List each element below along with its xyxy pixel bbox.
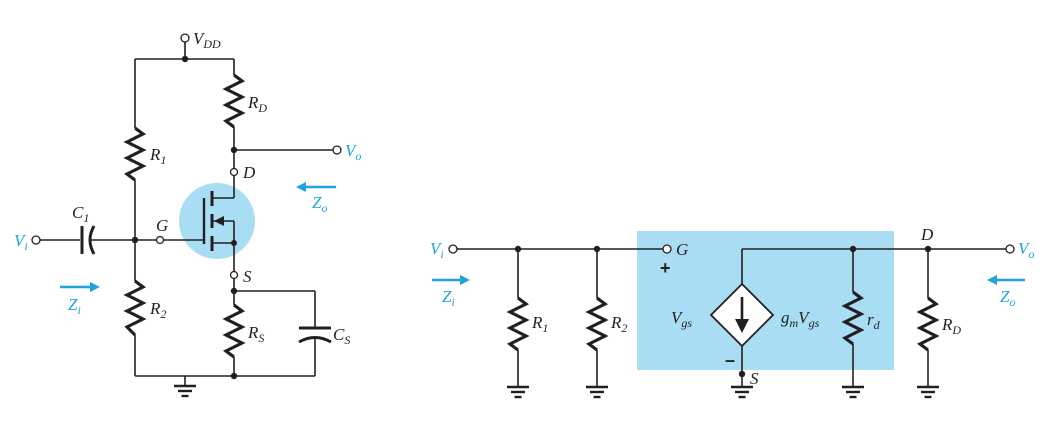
- svg-text:CS: CS: [333, 325, 350, 347]
- plus-sign: +: [660, 258, 671, 278]
- resistor-r2: [123, 279, 147, 337]
- minus-sign: –: [725, 350, 735, 370]
- svg-text:RS: RS: [247, 323, 264, 345]
- drain-label-right: D: [920, 225, 934, 244]
- svg-text:Zo: Zo: [312, 193, 327, 215]
- left-circuit: VDD RD R1 R2 RS CS C1 Vi Vo Zi Zo G D S: [14, 29, 361, 398]
- svg-text:gmVgs: gmVgs: [781, 308, 820, 330]
- svg-text:R1: R1: [149, 145, 166, 167]
- resistor-rd-model: [916, 296, 940, 352]
- resistor-rd: [222, 73, 246, 129]
- gate-label-left: G: [156, 216, 168, 235]
- resistor-r1: [123, 126, 147, 182]
- source-label-left: S: [243, 267, 252, 286]
- resistor-r2-model: [585, 296, 609, 352]
- svg-text:R2: R2: [610, 313, 627, 335]
- right-circuit: Vi Vo Zi Zo R1 R2 rd RD Vgs gmVgs G D S …: [430, 225, 1034, 399]
- svg-text:C1: C1: [72, 203, 89, 225]
- fet-model-highlight: [637, 231, 894, 370]
- svg-text:VDD: VDD: [193, 29, 221, 51]
- svg-text:Zo: Zo: [1000, 287, 1015, 309]
- gate-label-right: G: [676, 240, 688, 259]
- resistor-rs: [222, 303, 246, 359]
- svg-text:RD: RD: [247, 93, 267, 115]
- svg-text:R1: R1: [531, 313, 548, 335]
- svg-text:R2: R2: [149, 299, 166, 321]
- resistor-rd-small: [841, 290, 865, 346]
- svg-text:Vi: Vi: [14, 231, 28, 253]
- svg-text:Vi: Vi: [430, 239, 444, 261]
- svg-text:Zi: Zi: [442, 287, 455, 309]
- svg-text:Vgs: Vgs: [671, 308, 692, 330]
- svg-text:RD: RD: [941, 315, 961, 337]
- svg-text:Vo: Vo: [345, 141, 361, 163]
- ground-left: [172, 384, 198, 398]
- svg-text:rd: rd: [867, 310, 881, 332]
- svg-text:Zi: Zi: [68, 295, 81, 317]
- svg-text:Vo: Vo: [1018, 239, 1034, 261]
- source-label-right: S: [750, 369, 759, 388]
- drain-label-left: D: [242, 163, 256, 182]
- resistor-r1-model: [506, 296, 530, 352]
